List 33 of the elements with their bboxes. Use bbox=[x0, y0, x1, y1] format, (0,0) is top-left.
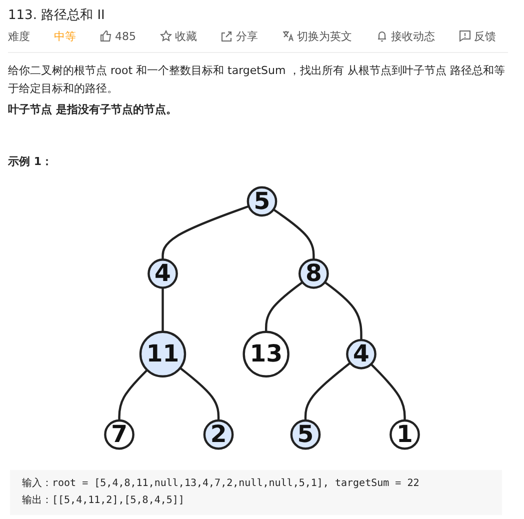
node-circle: 1 bbox=[390, 419, 420, 450]
difficulty-level: 中等 bbox=[54, 28, 76, 44]
example-heading: 示例 1： bbox=[8, 154, 52, 169]
problem-title: 113. 路径总和 II bbox=[8, 7, 105, 24]
connector bbox=[264, 281, 304, 332]
node-circle: 7 bbox=[104, 419, 134, 450]
difficulty-label: 难度 bbox=[8, 28, 30, 44]
node-circle: 4 bbox=[346, 338, 376, 370]
connector bbox=[162, 205, 250, 260]
connector bbox=[370, 363, 406, 420]
node-circle: 5 bbox=[246, 186, 278, 217]
input-text: 输入：root = [5,4,8,11,null,13,4,7,2,null,null,5,1], targetSum = 22 bbox=[22, 476, 420, 490]
subscribe-link: 接收动态 bbox=[391, 28, 435, 44]
node-circle: 11 bbox=[139, 330, 186, 378]
node-circle: 2 bbox=[203, 419, 234, 450]
connector bbox=[272, 208, 315, 260]
node-circle: 4 bbox=[148, 258, 178, 289]
language-switch-link: 切换为英文 bbox=[297, 28, 352, 44]
connector bbox=[118, 369, 148, 420]
problem-description: 给你二叉树的根节点 root 和一个整数目标和 targetSum ，找出所有 从根节点到叶子节点 路径总和等于给定目标和的路径。 bbox=[8, 63, 506, 97]
connector bbox=[324, 281, 362, 340]
output-text: 输出：[[5,4,11,2],[5,8,4,5]] bbox=[22, 494, 184, 507]
connector bbox=[304, 362, 351, 420]
node-circle: 5 bbox=[290, 419, 321, 450]
node-circle: 13 bbox=[242, 330, 290, 378]
node-circle: 8 bbox=[298, 258, 329, 289]
definition-text: 叶子节点 是指没有子节点的节点。 bbox=[8, 102, 177, 117]
like-count: 485 bbox=[115, 30, 136, 42]
connector bbox=[162, 288, 164, 332]
favorite-link: 收藏 bbox=[175, 28, 197, 44]
connector bbox=[179, 367, 220, 420]
share-link: 分享 bbox=[236, 28, 258, 44]
feedback-link: 反馈 bbox=[474, 28, 496, 44]
